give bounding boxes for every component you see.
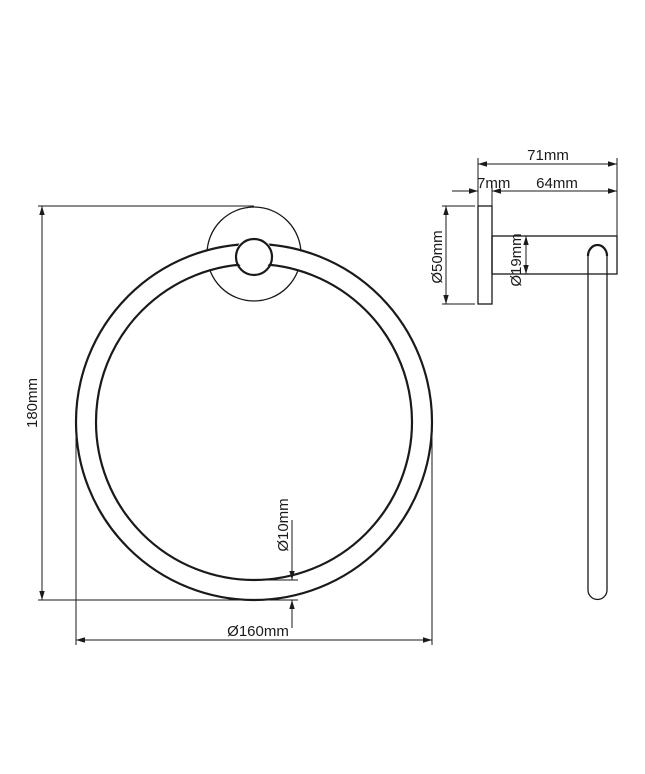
ring-inner-edge [94, 262, 414, 582]
tube-diameter-label: Ø10mm [275, 498, 292, 551]
ring-diameter-label: Ø160mm [227, 623, 289, 640]
mounting-post-circle [234, 237, 274, 277]
rosette-diameter-label: Ø50mm [429, 230, 446, 283]
base-plate [477, 205, 493, 305]
ring-outer-edge [74, 242, 434, 602]
total-depth-label: 71mm [527, 147, 569, 164]
arm [491, 235, 618, 275]
side-view: 71mm 7mm 64mm Ø50mm Ø19mm [429, 147, 618, 601]
height-label: 180mm [24, 378, 41, 428]
front-view: 180mm Ø160mm Ø10mm [24, 205, 434, 645]
plate-thickness-label: 7mm [477, 175, 510, 192]
rosette-circle [206, 206, 302, 302]
arm-length-label: 64mm [536, 175, 578, 192]
rod-top-cap [586, 243, 609, 257]
hanging-rod [587, 253, 608, 601]
arm-diameter-label: Ø19mm [508, 233, 525, 286]
